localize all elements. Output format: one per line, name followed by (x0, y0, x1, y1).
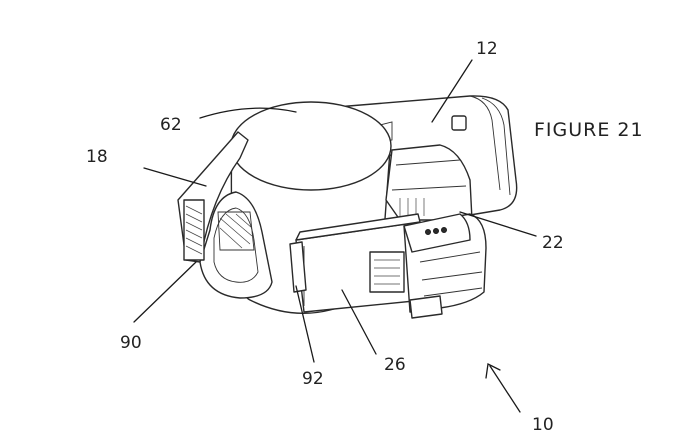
label-12: 12 (476, 39, 498, 59)
label-26: 26 (384, 355, 406, 375)
label-18: 18 (86, 147, 108, 167)
figure-title: FIGURE 21 (534, 119, 644, 141)
hatched-grille (217, 211, 255, 251)
label-10: 10 (532, 415, 554, 435)
cartridge-26 (289, 213, 425, 313)
label-90: 90 (120, 333, 142, 353)
pump-module-22 (385, 144, 473, 221)
label-92: 92 (302, 369, 324, 389)
label-62: 62 (160, 115, 182, 135)
actuator-cap (403, 213, 487, 319)
leader-lines (133, 59, 537, 413)
cartridge-window (369, 251, 405, 293)
handle-18 (177, 131, 273, 299)
label-22: 22 (542, 233, 564, 253)
hatched-panel (183, 199, 205, 261)
